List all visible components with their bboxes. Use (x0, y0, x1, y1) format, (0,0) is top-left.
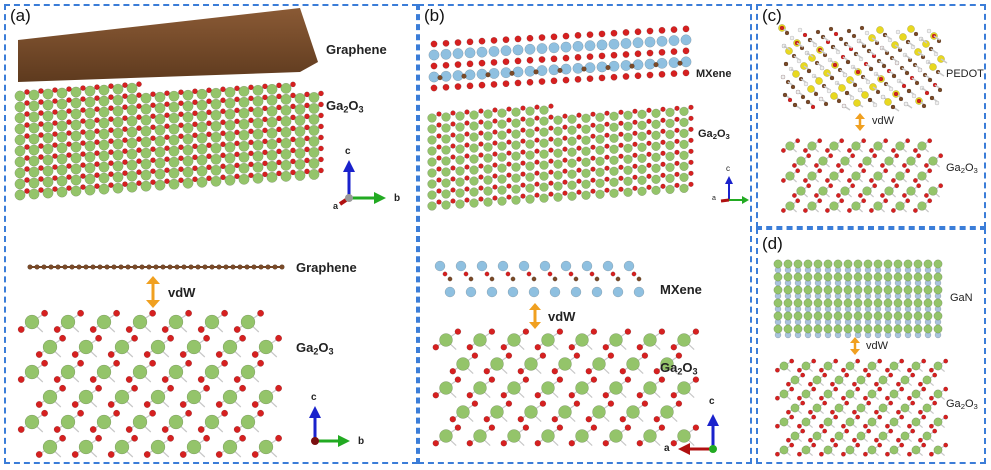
vdw-label-d: vdW (866, 340, 888, 352)
axes-b-top (720, 176, 749, 204)
mxene-label-bottom: MXene (660, 282, 702, 297)
ga2o3-label-a-bottom: Ga2O3 (296, 340, 334, 357)
panel-b-frame (418, 4, 752, 464)
vdw-label-b: vdW (548, 309, 576, 324)
graphene-sheet-side (27, 264, 285, 270)
axis-label-b-top-a: a (712, 195, 716, 202)
pedot-label: PEDOT (946, 68, 984, 80)
panel-b-label: (b) (424, 6, 445, 25)
gan-label: GaN (950, 292, 973, 304)
graphene-label-bottom: Graphene (296, 260, 357, 275)
axes-a-top (338, 160, 386, 206)
ga2o3-lattice-c (780, 138, 944, 213)
axes-a-bottom (309, 406, 350, 447)
panel-c-frame (756, 4, 986, 228)
ga2o3-label-a-top: Ga2O3 (326, 98, 364, 115)
axes-b-bottom (678, 414, 719, 455)
panel-d-label: (d) (762, 234, 783, 253)
vdw-label-c: vdW (872, 115, 894, 127)
axis-label-b-bottom-a: a (664, 443, 670, 454)
vdw-arrow-a (146, 276, 160, 308)
panel-c-label: (c) (762, 6, 782, 25)
ga2o3-label-b-top: Ga2O3 (698, 128, 730, 141)
mxene-side (434, 260, 645, 298)
mxene-label-top: MXene (696, 68, 732, 80)
ga2o3-lattice-a (17, 309, 283, 458)
ga2o3-label-b-bottom: Ga2O3 (660, 360, 698, 377)
axis-label-b-bottom-c: c (709, 396, 715, 407)
ga2o3-perspective-b (427, 103, 694, 211)
panel-a-frame (4, 4, 418, 464)
ga2o3-label-d: Ga2O3 (946, 398, 978, 411)
axis-label-a-top-a: a (333, 201, 339, 211)
axis-label-a-bottom-b: b (358, 436, 365, 447)
ga2o3-perspective-a (14, 81, 324, 201)
vdw-label-a: vdW (168, 285, 196, 300)
gan-structure (773, 259, 943, 339)
vdw-arrow-d (850, 337, 860, 355)
vdw-arrow-b (529, 303, 541, 329)
graphene-sheet-perspective (18, 8, 318, 82)
ga2o3-lattice-d (774, 358, 949, 457)
panel-d-frame (756, 228, 986, 464)
ga2o3-lattice-b (432, 328, 700, 447)
axis-label-a-bottom-c: c (311, 392, 317, 403)
graphene-label-top: Graphene (326, 42, 387, 57)
axis-label-a-top-c: c (345, 146, 351, 157)
mxene-perspective (428, 25, 692, 92)
axis-label-b-top-c: c (726, 164, 730, 173)
panel-a-label: (a) (10, 6, 31, 25)
vdw-arrow-c (855, 113, 865, 131)
axis-label-a-top-b: b (394, 193, 401, 204)
ga2o3-label-c: Ga2O3 (946, 162, 978, 175)
pedot-structure (778, 24, 948, 112)
